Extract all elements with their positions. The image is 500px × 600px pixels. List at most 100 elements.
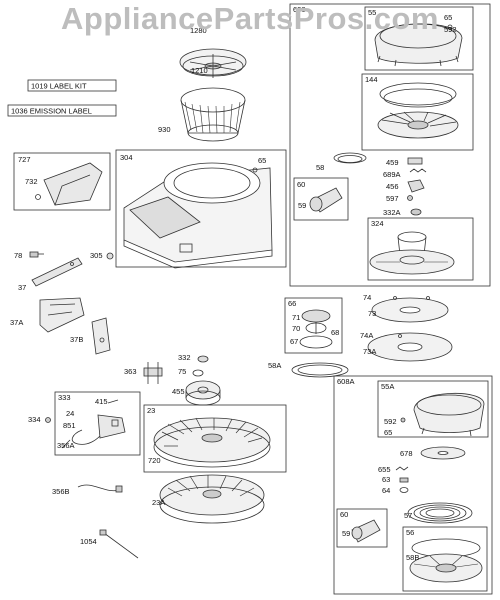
label-655: 655 <box>378 465 391 474</box>
part-332A-nut <box>410 208 422 216</box>
part-655-spring <box>395 466 409 471</box>
part-37A-baffle <box>39 297 85 333</box>
part-597-screw <box>407 195 413 201</box>
part-63-pin <box>399 477 409 483</box>
part-60-handle-lower <box>351 519 381 543</box>
label-24: 24 <box>66 409 74 418</box>
label-64: 64 <box>382 486 390 495</box>
label-kit-box <box>27 79 117 92</box>
part-73A-screen <box>367 332 453 362</box>
box-60 <box>293 177 349 221</box>
label-356A: 356A <box>57 441 75 450</box>
label-1019: 1019 LABEL KIT <box>31 82 87 91</box>
label-37B: 37B <box>70 335 83 344</box>
label-23: 23 <box>147 406 155 415</box>
label-63: 63 <box>382 475 390 484</box>
part-23A-flywheel <box>159 474 265 524</box>
label-720: 720 <box>148 456 161 465</box>
box-608 <box>289 3 491 287</box>
part-1210-screen <box>179 48 247 78</box>
label-68: 68 <box>331 328 339 337</box>
label-73: 73 <box>368 309 376 318</box>
label-332-b: 332 <box>178 353 191 362</box>
label-37A: 37A <box>10 318 23 327</box>
part-930-ring <box>180 87 246 142</box>
label-75: 75 <box>178 367 186 376</box>
part-732-shield <box>35 162 103 206</box>
label-456: 456 <box>386 182 399 191</box>
box-324 <box>367 217 474 281</box>
box-56 <box>402 526 488 592</box>
label-55A: 55A <box>381 382 394 391</box>
part-60-handle <box>309 187 343 213</box>
label-1054: 1054 <box>80 537 97 546</box>
part-57-spring <box>407 502 473 524</box>
box-55 <box>364 6 474 71</box>
label-74: 74 <box>363 293 371 302</box>
part-55A-housing <box>413 392 485 437</box>
label-60-b: 60 <box>340 510 348 519</box>
part-332-nut <box>197 355 209 363</box>
label-930: 930 <box>158 125 171 134</box>
label-592: 592 <box>444 25 457 34</box>
label-73A: 73A <box>363 347 376 356</box>
part-37B-baffle <box>91 317 111 355</box>
label-58: 58 <box>316 163 324 172</box>
label-332A: 332A <box>383 208 401 217</box>
part-305-bolt <box>106 252 114 260</box>
part-73-screen <box>371 296 449 323</box>
part-1054-tie <box>99 529 139 559</box>
label-689A: 689A <box>383 170 401 179</box>
label-608: 608 <box>293 5 306 14</box>
label-67: 67 <box>290 337 298 346</box>
part-55-housing <box>374 23 463 67</box>
part-66-starter-cup <box>299 309 333 349</box>
part-459-pin <box>407 157 423 165</box>
part-456-dog <box>407 179 425 193</box>
box-144 <box>361 73 474 151</box>
box-608A <box>333 375 493 595</box>
emission-label-box <box>7 104 117 117</box>
part-304-blower-housing <box>123 162 273 269</box>
part-363-bracket <box>143 362 163 384</box>
label-415: 415 <box>95 397 108 406</box>
box-60-lower <box>336 508 388 548</box>
label-305: 305 <box>90 251 103 260</box>
part-37-baffle <box>31 257 83 287</box>
part-58A-rope <box>291 362 349 378</box>
label-455: 455 <box>172 387 185 396</box>
part-333-ignition-module <box>61 399 126 449</box>
part-334-screw <box>45 417 51 423</box>
label-1210: 1210 <box>191 66 208 75</box>
label-851: 851 <box>63 421 76 430</box>
label-608A: 608A <box>337 377 355 386</box>
label-58A: 58A <box>268 361 281 370</box>
label-66: 66 <box>288 299 296 308</box>
part-324-cup <box>369 231 455 275</box>
part-75-washer <box>192 369 204 377</box>
label-304: 304 <box>120 153 133 162</box>
label-356B: 356B <box>52 487 70 496</box>
part-678-disc <box>420 446 466 460</box>
box-66 <box>284 297 343 354</box>
label-23A: 23A <box>152 498 165 507</box>
label-55: 55 <box>368 8 376 17</box>
label-58B: 58B <box>406 553 419 562</box>
label-324: 324 <box>371 219 384 228</box>
part-23-flywheel <box>153 417 271 468</box>
part-64-clip <box>399 487 409 493</box>
label-459: 459 <box>386 158 399 167</box>
box-23 <box>143 404 287 473</box>
box-333 <box>54 391 141 456</box>
label-59-b: 59 <box>342 529 350 538</box>
label-678: 678 <box>400 449 413 458</box>
part-592-screw <box>400 417 406 423</box>
label-597: 597 <box>386 194 399 203</box>
label-65-c: 65 <box>384 428 392 437</box>
label-74A: 74A <box>360 331 373 340</box>
label-60-a: 60 <box>297 180 305 189</box>
label-59-a: 59 <box>298 201 306 210</box>
box-55A <box>377 380 489 438</box>
label-363: 363 <box>124 367 137 376</box>
